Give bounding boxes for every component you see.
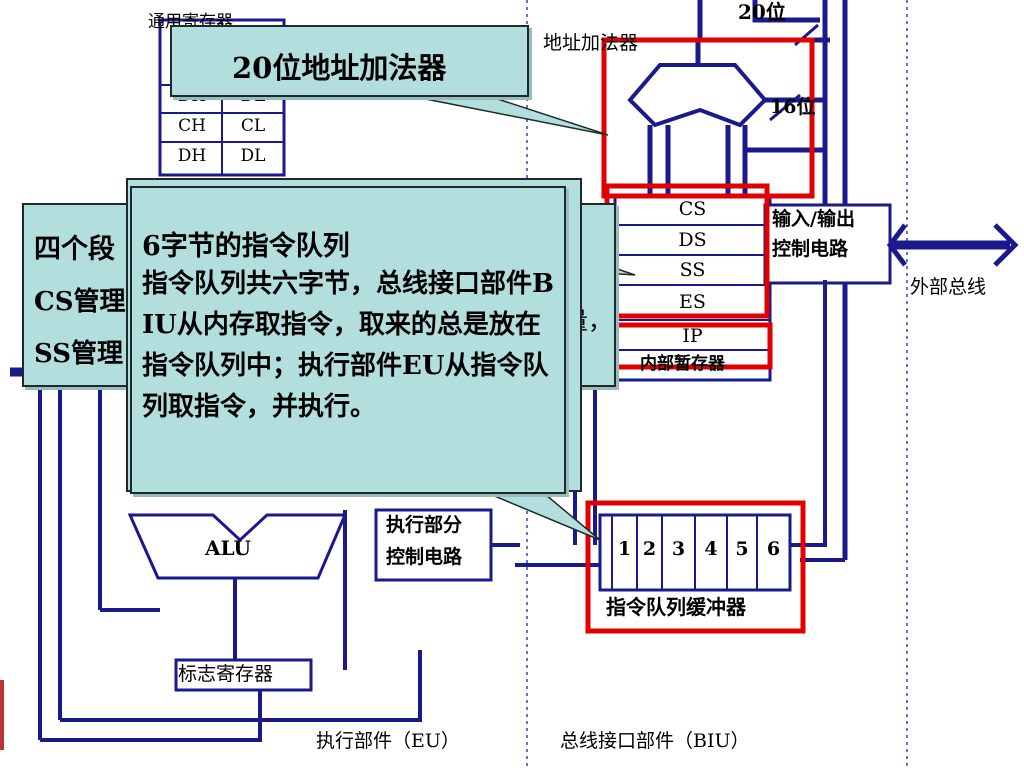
register-dl: DL [240,146,266,166]
segments-callout-line1: 四个段 [34,234,115,265]
bits-16-label: 16位 [770,96,816,118]
address-adder-label: 地址加法器 [543,32,639,54]
segments-callout-line2: CS管理 [34,287,126,317]
alu-label: ALU [205,536,251,560]
queue-slot-5: 5 [735,538,749,560]
internal-temp-label: 内部暂存器 [640,354,725,374]
segments-callout-line3: SS管理 [34,339,123,369]
queue-callout-body: 指令队列共六字节，总线接口部件BIU从内存取指令，取来的总是放在指令队列中；执行… [142,269,554,422]
eu-control-label-1: 执行部分 [386,514,463,536]
segment-register-ss: SS [679,259,706,281]
segment-register-ds: DS [678,229,707,251]
queue-slot-3: 3 [671,538,686,560]
io-control-label-2: 控制电路 [772,238,849,260]
queue-callout-title: 6字节的指令队列 [142,231,350,262]
queue-slot-1: 1 [617,538,632,560]
bits-20-label: 20位 [738,0,786,24]
io-control-label-1: 输入/输出 [772,208,855,230]
instruction-queue-callout: 6字节的指令队列 指令队列共六字节，总线接口部件BIU从内存取指令，取来的总是放… [130,186,566,494]
queue-buffer-label: 指令队列缓冲器 [606,595,746,619]
address-adder-callout: 20位地址加法器 [170,25,529,97]
queue-slot-4: 4 [704,538,718,560]
segment-register-es: ES [679,291,706,313]
eu-control-label-2: 控制电路 [386,546,463,568]
register-cl: CL [240,116,266,136]
flags-register-label: 标志寄存器 [178,663,274,685]
queue-slot-2: 2 [642,538,657,560]
register-ch: CH [178,116,206,136]
register-dh: DH [177,146,207,166]
eu-section-label: 执行部件（EU） [316,730,460,752]
queue-slot-6: 6 [766,538,781,560]
instruction-pointer-ip: IP [682,325,703,347]
address-adder-callout-title: 20位地址加法器 [232,51,447,85]
segment-register-cs: CS [678,198,707,220]
biu-section-label: 总线接口部件（BIU） [560,730,750,752]
external-bus-label: 外部总线 [910,276,987,298]
